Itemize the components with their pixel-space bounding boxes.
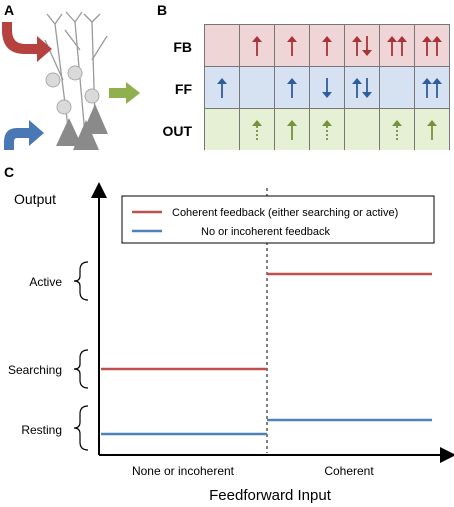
level-label-active: Active	[29, 275, 62, 289]
row-label-fb: FB	[173, 39, 192, 55]
arrow-down-icon-ff-4-head	[322, 92, 332, 98]
level-label-resting: Resting	[21, 423, 62, 437]
neuron-diagram	[2, 11, 140, 150]
cell-fb-7	[414, 24, 450, 67]
cell-ff-3-symbol	[287, 78, 297, 98]
legend-label-none: No or incoherent feedback	[201, 226, 331, 238]
neuron-somata	[45, 65, 100, 115]
output-plot: Output Active Searching Resting Coherent…	[8, 182, 454, 504]
cell-out-1	[204, 108, 240, 150]
cell-fb-2-symbol	[252, 36, 262, 56]
dotted-arrow-up-icon-out-2-head	[252, 120, 262, 126]
panel-a-label: A	[4, 2, 15, 18]
cell-out-2-symbol	[252, 120, 262, 140]
y-axis-title: Output	[14, 191, 56, 207]
cell-fb-6	[379, 24, 415, 67]
panel-b-label: B	[157, 2, 168, 18]
cell-fb-4-symbol	[322, 36, 332, 56]
arrow-up-icon-out-3-head	[287, 120, 297, 126]
dotted-arrow-up-icon-out-6-head	[392, 120, 402, 126]
cell-ff-7	[414, 66, 450, 109]
level-braces	[73, 261, 89, 451]
arrow-up-icon-ff-3-head	[287, 78, 297, 84]
cell-ff-7-symbol	[422, 78, 442, 98]
feedback-input-arrow-icon	[2, 22, 52, 62]
arrow-up-icon-fb-6-b-head	[397, 36, 407, 42]
neuron-pyramids	[56, 104, 108, 150]
arrow-up-icon-out-7-head	[427, 120, 437, 126]
cell-ff-2	[239, 66, 275, 109]
legend-label-coherent: Coherent feedback (either searching or a…	[172, 207, 398, 219]
arrow-down-icon-fb-5-head	[362, 50, 372, 56]
condition-table	[204, 24, 450, 150]
arrow-up-icon-fb-6-a-head	[387, 36, 397, 42]
cell-out-6	[379, 108, 415, 150]
cell-fb-1	[204, 24, 240, 67]
x-category-none: None or incoherent	[132, 464, 235, 478]
cell-out-7-symbol	[427, 120, 437, 140]
cell-out-4	[309, 108, 345, 150]
cell-out-6-symbol	[392, 120, 402, 140]
arrow-up-icon-fb-5-head	[352, 36, 362, 42]
arrow-up-icon-ff-7-b-head	[432, 78, 442, 84]
x-axis-title: Feedforward Input	[209, 487, 332, 504]
row-label-out: OUT	[162, 123, 192, 139]
arrow-down-icon-ff-5-head	[362, 92, 372, 98]
cell-ff-5-symbol	[352, 78, 372, 98]
cell-ff-5	[344, 66, 380, 109]
cell-ff-1-symbol	[217, 78, 227, 98]
cell-out-5	[344, 108, 380, 150]
arrow-up-icon-fb-4-head	[322, 36, 332, 42]
arrow-up-icon-ff-1-head	[217, 78, 227, 84]
cell-ff-6	[379, 66, 415, 109]
feedforward-input-arrow-icon	[4, 120, 44, 150]
arrow-up-icon-fb-7-b-head	[432, 36, 442, 42]
arrow-up-icon-fb-2-head	[252, 36, 262, 42]
arrow-up-icon-fb-3-head	[287, 36, 297, 42]
cell-out-3-symbol	[287, 120, 297, 140]
x-category-coherent: Coherent	[324, 464, 374, 478]
legend-box	[121, 195, 435, 244]
brace-searching	[73, 349, 89, 389]
cell-out-2	[239, 108, 275, 150]
brace-resting	[73, 405, 89, 451]
cell-ff-4-symbol	[322, 78, 332, 98]
brace-active	[73, 261, 89, 301]
output-arrow-icon	[109, 82, 140, 104]
cell-fb-3-symbol	[287, 36, 297, 56]
level-label-searching: Searching	[8, 363, 62, 377]
arrow-up-icon-ff-7-a-head	[422, 78, 432, 84]
cell-fb-7-symbol	[422, 36, 442, 56]
cell-fb-6-symbol	[387, 36, 407, 56]
row-label-ff: FF	[174, 81, 192, 97]
arrow-up-icon-fb-7-a-head	[422, 36, 432, 42]
dotted-arrow-up-icon-out-4-head	[322, 120, 332, 126]
cell-out-4-symbol	[322, 120, 332, 140]
cell-fb-5-symbol	[352, 36, 372, 56]
cell-fb-5	[344, 24, 380, 67]
arrow-up-icon-ff-5-head	[352, 78, 362, 84]
panel-c-label: C	[4, 164, 15, 180]
